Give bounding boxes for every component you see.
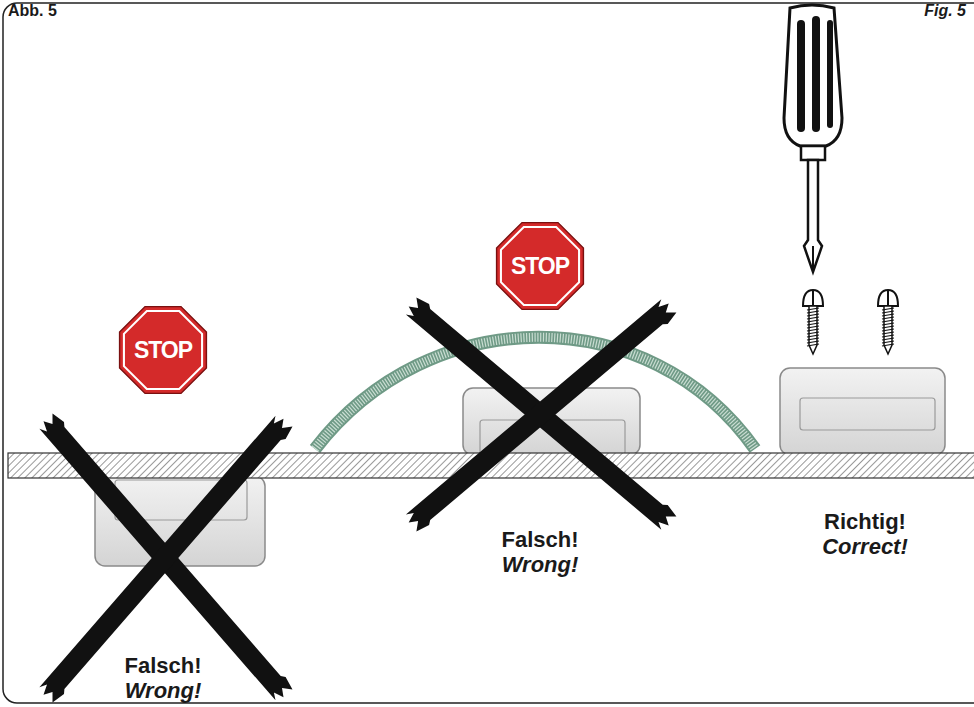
screw-thread <box>807 323 819 325</box>
stop-text: STOP <box>116 303 210 397</box>
drawing-part <box>812 16 820 132</box>
screw-thread <box>882 338 894 340</box>
screw-thread <box>882 311 894 313</box>
drawing-part <box>315 337 755 449</box>
screw-slot <box>812 291 814 305</box>
drawing-part <box>812 246 814 268</box>
stop-sign: STOP <box>493 219 587 313</box>
verdict-label: Wrong! <box>502 553 579 577</box>
screw <box>803 290 823 354</box>
drawing-part <box>827 20 833 128</box>
stop-text: STOP <box>493 219 587 313</box>
screw-thread <box>882 326 894 328</box>
screw-thread <box>882 308 894 310</box>
screw-thread <box>882 320 894 322</box>
screw-thread <box>807 332 819 334</box>
cross-mark <box>39 416 292 703</box>
screws <box>803 290 898 354</box>
verdict-label: Wrong! <box>125 679 202 703</box>
screw-thread <box>807 326 819 328</box>
screw-thread <box>882 341 894 343</box>
screw-thread <box>882 332 894 334</box>
screw-thread <box>882 317 894 319</box>
screw-thread <box>807 308 819 310</box>
screw-thread <box>807 314 819 316</box>
drawing-part <box>784 5 842 146</box>
verdict-label: Falsch! <box>124 654 201 678</box>
drawing-part <box>315 337 755 449</box>
drawing-part <box>780 368 945 455</box>
cross-mark <box>406 299 677 531</box>
screw-head <box>803 290 823 306</box>
cable <box>315 337 755 449</box>
drawing-part <box>800 398 935 430</box>
screw-thread <box>807 341 819 343</box>
screw-thread <box>807 329 819 331</box>
drawing-part <box>801 146 825 160</box>
screw-head <box>878 290 898 306</box>
screw-thread <box>807 317 819 319</box>
screw-thread <box>807 338 819 340</box>
screw-slot <box>887 291 889 305</box>
screw-thread <box>807 320 819 322</box>
drawing-part <box>804 160 822 272</box>
frame-border <box>3 3 974 703</box>
drawing-part <box>797 20 805 132</box>
verdict-label: Correct! <box>822 535 908 559</box>
device-correct <box>780 368 945 455</box>
screw-thread <box>882 344 894 346</box>
screw-thread <box>807 335 819 337</box>
cross-marks <box>39 297 676 702</box>
screw <box>878 290 898 354</box>
screw-thread <box>882 329 894 331</box>
screwdriver <box>784 5 842 272</box>
screw-thread <box>807 344 819 346</box>
figure-number: Abb. 5 <box>8 2 57 20</box>
verdict-label: Falsch! <box>501 528 578 552</box>
screw-thread <box>882 314 894 316</box>
verdict-label: Richtig! <box>824 510 906 534</box>
screw-thread <box>807 311 819 313</box>
screw-thread <box>882 323 894 325</box>
stop-sign: STOP <box>116 303 210 397</box>
figure-number: Fig. 5 <box>924 2 966 20</box>
screw-thread <box>882 335 894 337</box>
